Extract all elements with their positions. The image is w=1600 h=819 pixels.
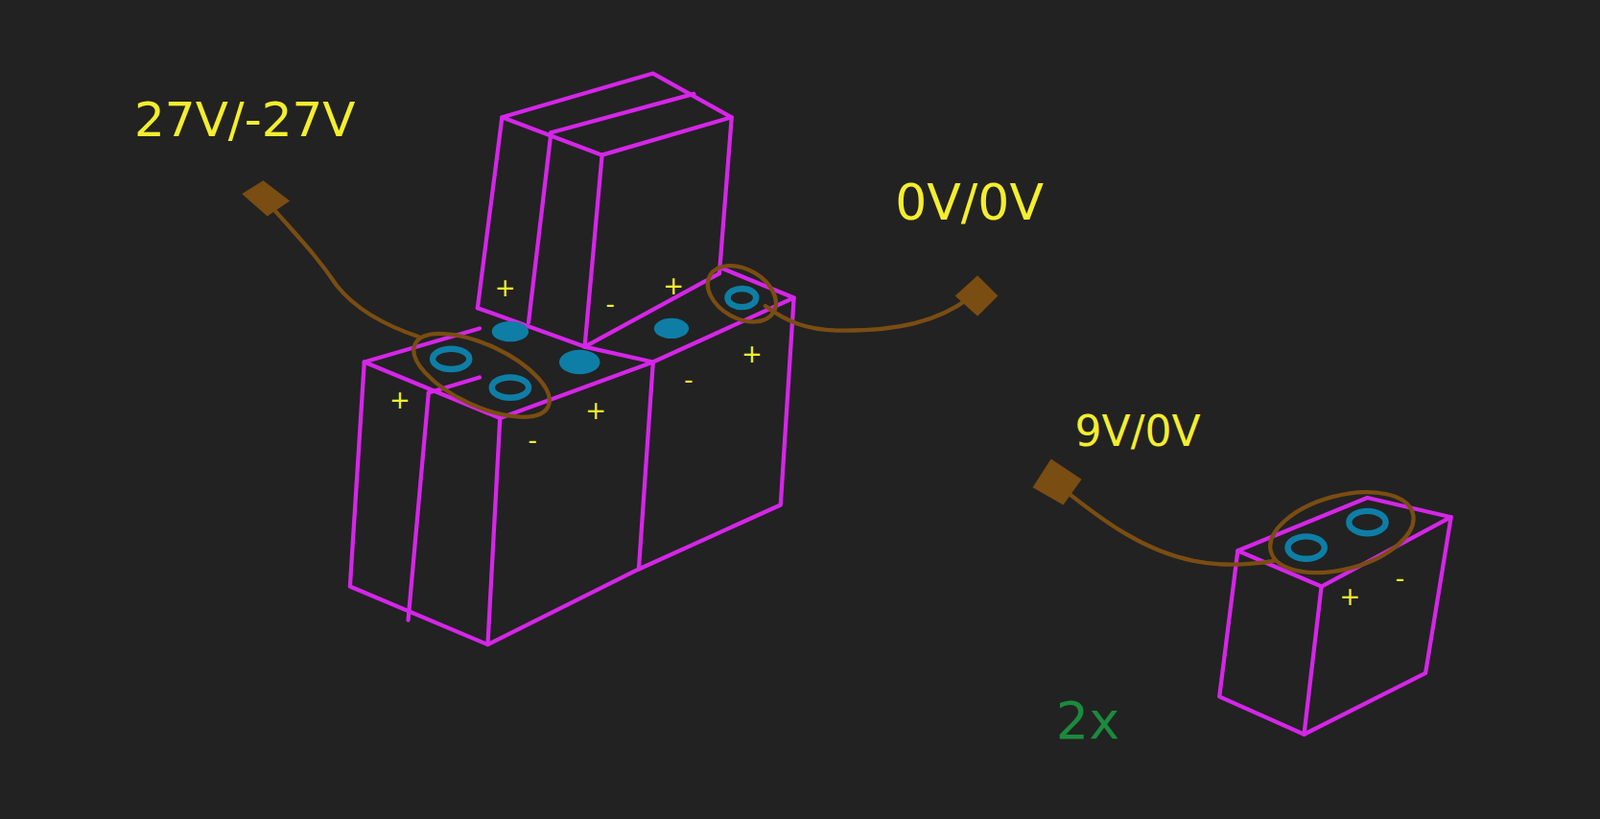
polarity-mark: + — [389, 387, 411, 413]
voltage-reading: 0V/0V — [894, 177, 1044, 228]
polarity-mark: - — [605, 291, 614, 317]
polarity-mark: - — [683, 367, 693, 393]
polarity-mark: + — [741, 341, 763, 367]
polarity-mark: + — [494, 275, 517, 301]
polarity-mark: + — [662, 273, 684, 299]
quantity-note: 2x — [1056, 695, 1120, 748]
polarity-mark: + — [585, 398, 607, 424]
polarity-mark: - — [528, 427, 538, 453]
polarity-mark: - — [1395, 565, 1405, 591]
voltage-reading: 27V/-27V — [134, 95, 356, 144]
voltage-reading: 9V/0V — [1075, 410, 1201, 453]
polarity-mark: + — [1339, 584, 1361, 610]
